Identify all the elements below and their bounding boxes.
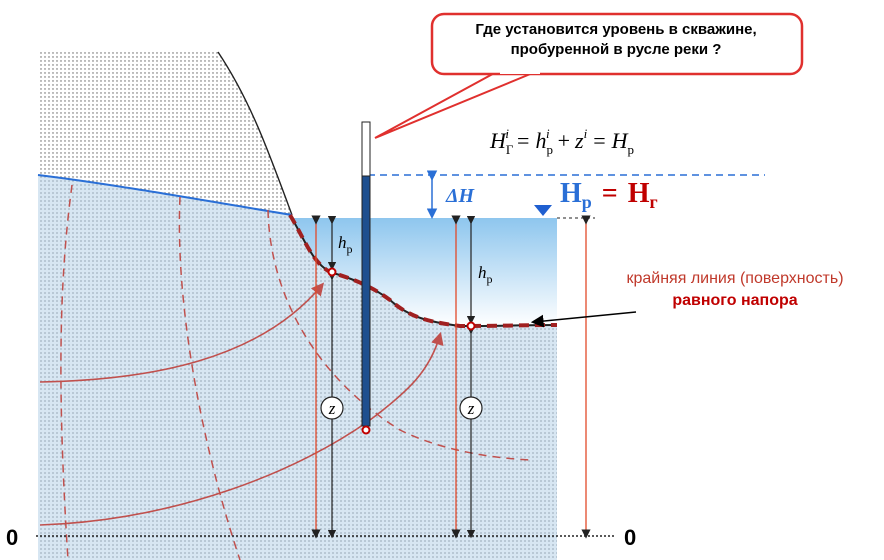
- well-bottom-point: [363, 427, 370, 434]
- note-line-1: крайняя линия (поверхность): [590, 268, 880, 290]
- delta-h-label: ΔH: [445, 185, 476, 207]
- callout-line-2: пробуренной в русле реки ?: [426, 40, 806, 60]
- callout-pointer: [375, 70, 540, 138]
- callout-text: Где установится уровень в скважине, проб…: [426, 20, 806, 60]
- hp-equals-hg: Hр=Hг: [560, 178, 658, 212]
- note-line-2: равного напора: [590, 290, 880, 312]
- zero-right-label: 0: [624, 525, 636, 550]
- well-water-column: [362, 176, 370, 426]
- water-level-triangle: [534, 205, 552, 216]
- callout-line-1: Где установится уровень в скважине,: [426, 20, 806, 40]
- formula: HГi=hрi+zi=Hр: [489, 126, 634, 157]
- point-left: [329, 269, 336, 276]
- equal-head-note: крайняя линия (поверхность) равного напо…: [590, 268, 880, 312]
- point-right: [468, 323, 475, 330]
- z-right-label: z: [467, 399, 475, 418]
- z-left-label: z: [328, 399, 336, 418]
- zero-left-label: 0: [6, 525, 18, 550]
- well-casing-top: [362, 122, 370, 176]
